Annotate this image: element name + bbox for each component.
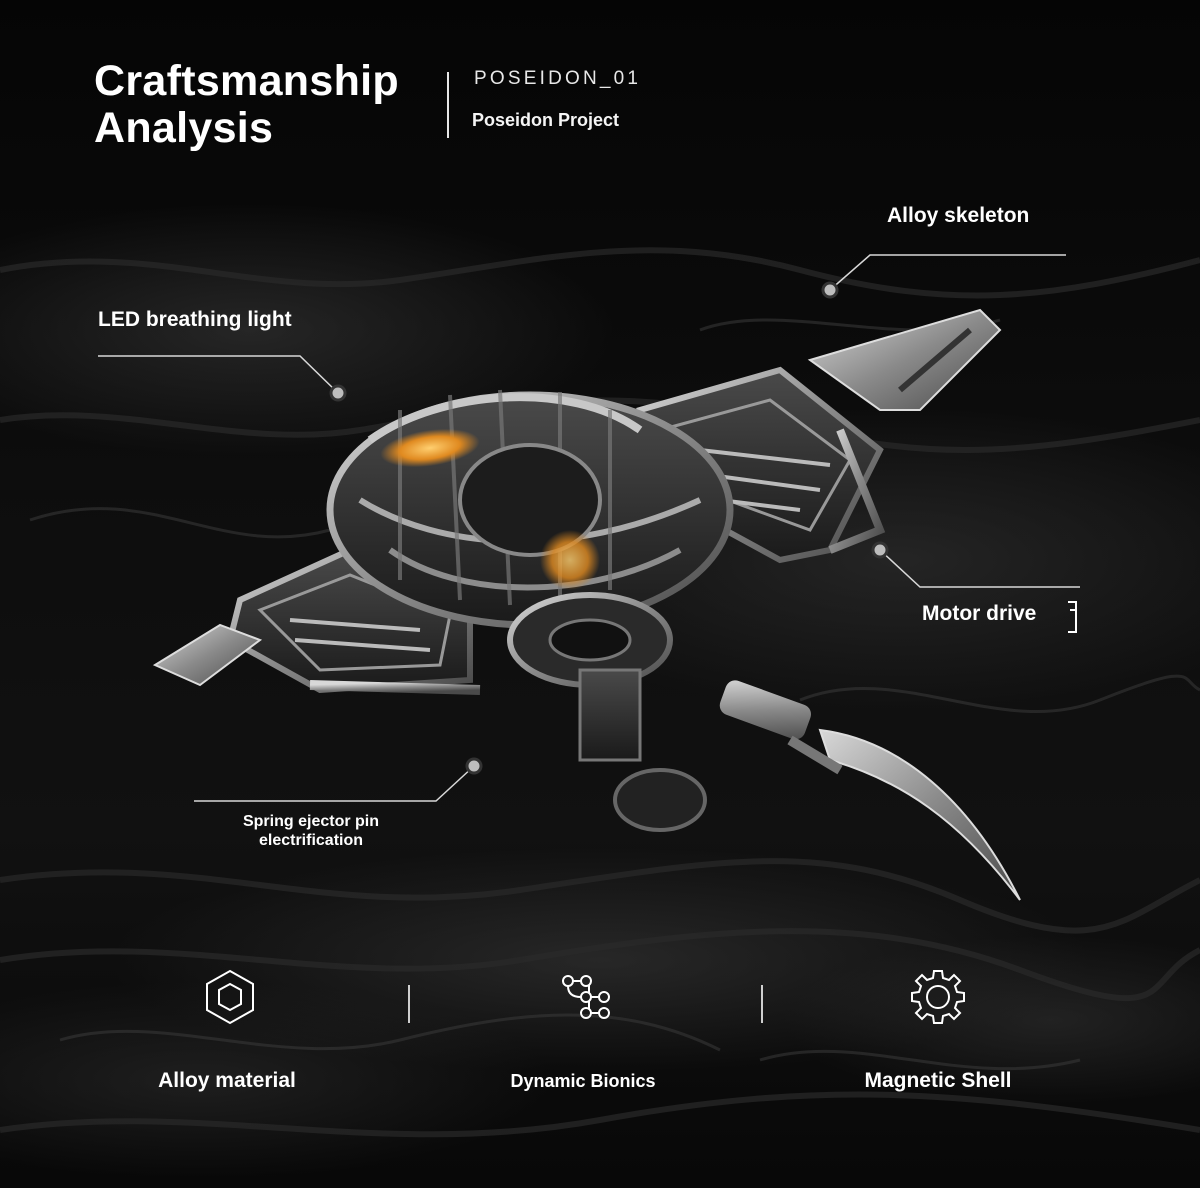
title-line-1: Craftsmanship <box>94 57 399 105</box>
callout-motor-drive: Motor drive <box>922 602 1037 625</box>
feature-magnetic-shell: Magnetic Shell <box>864 1069 1012 1092</box>
spring-pin-line-1: Spring ejector pin <box>242 813 379 830</box>
feature-divider-2 <box>761 985 763 1023</box>
page-title: Craftsmanship Analysis <box>94 58 399 152</box>
feature-alloy-material: Alloy material <box>158 1069 296 1092</box>
callout-led-light: LED breathing light <box>98 308 292 331</box>
model-code: POSEIDON_01 <box>474 68 642 89</box>
hexagon-nut-icon <box>206 969 254 1025</box>
title-line-2: Analysis <box>94 104 274 152</box>
callout-spring-pin: Spring ejector pin electrification <box>191 812 431 850</box>
feature-dynamic-bionics: Dynamic Bionics <box>510 1071 656 1091</box>
bionic-links-icon <box>562 975 610 1019</box>
project-name: Poseidon Project <box>472 110 620 130</box>
base-disc-assembly <box>507 592 707 832</box>
spring-pin-line-2: electrification <box>258 832 364 849</box>
callout-alloy-skeleton: Alloy skeleton <box>887 204 1030 227</box>
tail-assembly <box>719 680 1021 901</box>
body-cage <box>326 389 734 629</box>
poseidon-device-illustration <box>152 308 1021 901</box>
feature-divider-1 <box>408 985 410 1023</box>
header-divider <box>447 72 449 138</box>
gear-icon <box>911 970 965 1024</box>
